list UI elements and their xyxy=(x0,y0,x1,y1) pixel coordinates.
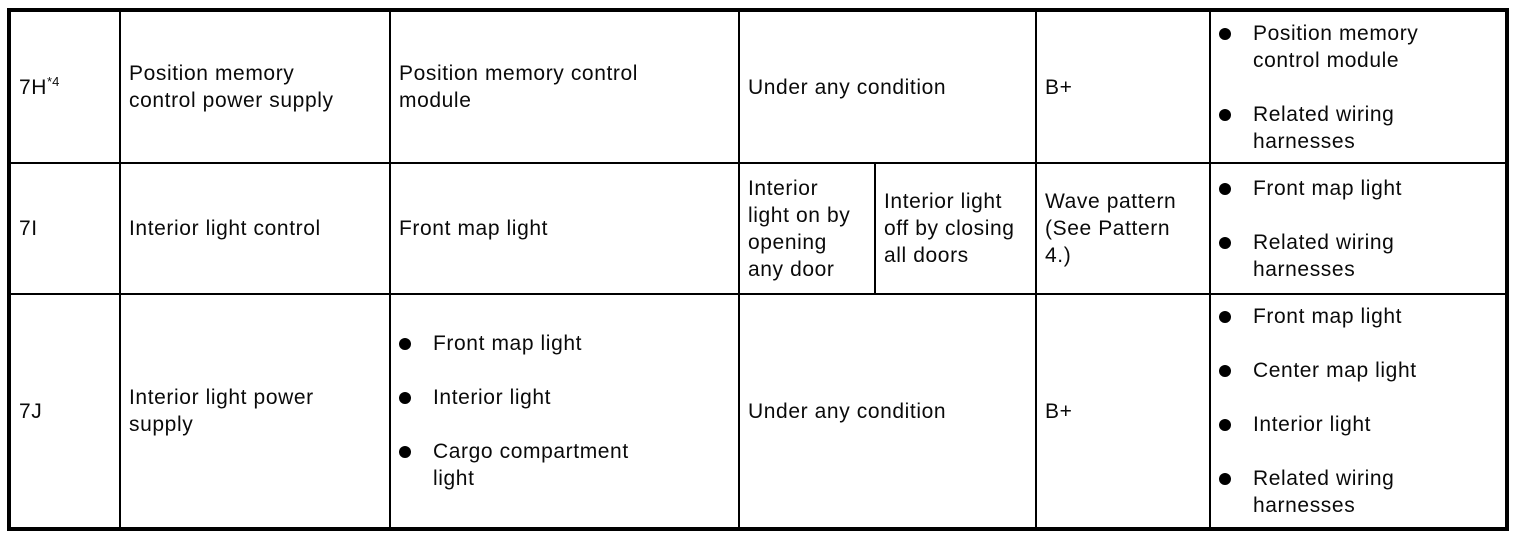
list-item-label: Interior light xyxy=(1253,413,1372,436)
list-item: Front map light xyxy=(1219,303,1497,330)
cell-connected-to: Position memory control module xyxy=(389,9,740,164)
bullet-icon xyxy=(1219,473,1231,485)
list-item-label: Related wiring harnesses xyxy=(1253,230,1395,281)
bullet-icon xyxy=(1219,108,1231,121)
list-item: Center map light xyxy=(1219,357,1497,384)
table-row-7h: 7H*4 Position memory control power suppl… xyxy=(8,9,1508,164)
list-item-label: Related wiring harnesses xyxy=(1253,467,1395,517)
list-item-label: Interior light xyxy=(433,386,552,409)
bullet-icon xyxy=(399,446,411,458)
inspection-list: Front map light Center map light Interio… xyxy=(1219,303,1497,519)
terminal-footnote: *4 xyxy=(47,73,60,89)
connected-to-list: Front map light Interior light Cargo com… xyxy=(399,330,730,492)
bullet-icon xyxy=(399,392,411,404)
list-item-label: Front map light xyxy=(433,332,583,355)
cell-condition-left: Interior light on by opening any door xyxy=(738,162,876,295)
bullet-icon xyxy=(1219,365,1231,377)
cell-measured-value: B+ xyxy=(1035,9,1211,164)
bullet-icon xyxy=(1219,311,1231,323)
bullet-icon xyxy=(1219,419,1231,431)
terminal-label: 7J xyxy=(19,399,43,423)
inspection-list: Front map light Related wiring harnesses xyxy=(1219,175,1497,283)
cell-terminal: 7H*4 xyxy=(8,9,121,164)
list-item-label: Front map light xyxy=(1253,305,1403,328)
cell-inspection-parts: Position memory control module Related w… xyxy=(1209,9,1508,164)
cell-measured-value: B+ xyxy=(1035,293,1211,530)
list-item-label: Related wiring harnesses xyxy=(1253,102,1395,153)
list-item: Interior light xyxy=(399,384,730,411)
cell-inspection-parts: Front map light Related wiring harnesses xyxy=(1209,162,1508,295)
cell-inspection-parts: Front map light Center map light Interio… xyxy=(1209,293,1508,530)
list-item: Position memory control module xyxy=(1219,20,1497,74)
terminal-label: 7H xyxy=(19,75,48,99)
cell-connected-to: Front map light Interior light Cargo com… xyxy=(389,293,740,530)
bullet-icon xyxy=(1219,27,1231,40)
bullet-icon xyxy=(1219,182,1231,195)
cell-condition: Under any condition xyxy=(738,9,1037,164)
list-item-label: Front map light xyxy=(1253,176,1403,200)
list-item: Related wiring harnesses xyxy=(1219,229,1497,283)
cell-signal-name: Interior light control xyxy=(119,162,391,295)
list-item-label: Cargo compartment light xyxy=(433,440,629,490)
table-row-7j: 7J Interior light power supply Front map… xyxy=(8,293,1508,530)
inspection-list: Position memory control module Related w… xyxy=(1219,20,1497,155)
bullet-icon xyxy=(1219,236,1231,249)
list-item: Front map light xyxy=(399,330,730,357)
cell-condition-right: Interior light off by closing all doors xyxy=(874,162,1037,295)
cell-terminal: 7J xyxy=(8,293,121,530)
list-item: Interior light xyxy=(1219,411,1497,438)
cell-signal-name: Position memory control power supply xyxy=(119,9,391,164)
cell-connected-to: Front map light xyxy=(389,162,740,295)
list-item-label: Position memory control module xyxy=(1253,21,1419,72)
list-item: Related wiring harnesses xyxy=(1219,101,1497,155)
cell-condition: Under any condition xyxy=(738,293,1037,530)
cell-signal-name: Interior light power supply xyxy=(119,293,391,530)
terminal-label: 7I xyxy=(19,217,38,240)
cell-terminal: 7I xyxy=(8,162,121,295)
terminal-function-table: 7H*4 Position memory control power suppl… xyxy=(7,8,1509,531)
table-row-7i: 7I Interior light control Front map ligh… xyxy=(8,162,1508,295)
bullet-icon xyxy=(399,338,411,350)
cell-measured-value: Wave pattern (See Pattern 4.) xyxy=(1035,162,1211,295)
list-item: Cargo compartment light xyxy=(399,438,730,492)
list-item: Related wiring harnesses xyxy=(1219,465,1497,519)
list-item: Front map light xyxy=(1219,175,1497,202)
list-item-label: Center map light xyxy=(1253,359,1417,382)
